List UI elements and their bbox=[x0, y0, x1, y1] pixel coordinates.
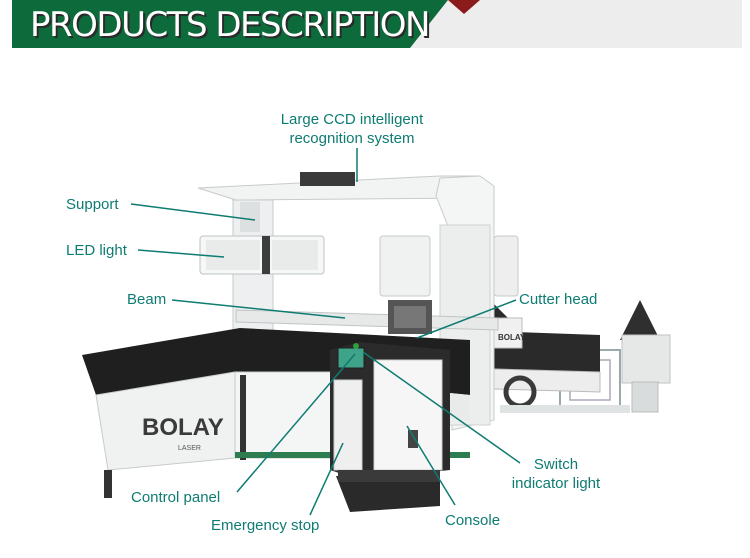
label-support: Support bbox=[66, 196, 119, 213]
switch-leader bbox=[362, 351, 521, 464]
label-ccd-line2: recognition system bbox=[289, 130, 415, 147]
label-emergency-stop: Emergency stop bbox=[211, 517, 320, 534]
label-switch-indicator: Switch indicator light bbox=[498, 455, 614, 493]
label-cutter-head: Cutter head bbox=[519, 291, 598, 308]
console-leader bbox=[406, 425, 456, 506]
control-panel-leader bbox=[236, 353, 356, 493]
banner-shape bbox=[12, 0, 742, 48]
label-switch-line2: indicator light bbox=[511, 475, 601, 492]
feeder-unit bbox=[559, 300, 671, 413]
beam-leader bbox=[171, 299, 346, 319]
label-beam: Beam bbox=[127, 291, 167, 308]
label-switch-line1: Switch bbox=[533, 456, 579, 473]
console-cabinet bbox=[330, 342, 450, 512]
label-console: Console bbox=[445, 512, 501, 529]
page-title: PRODUCTS DESCRIPTION bbox=[30, 5, 430, 45]
header-banner: PRODUCTS DESCRIPTION bbox=[12, 0, 742, 50]
support-leader bbox=[130, 203, 256, 221]
label-led-light: LED light bbox=[66, 242, 127, 259]
callout-lines bbox=[130, 148, 521, 516]
label-ccd-line1: Large CCD intelligent bbox=[280, 111, 424, 128]
label-ccd-system: Large CCD intelligent recognition system bbox=[262, 110, 442, 148]
cutter-leader bbox=[416, 299, 517, 339]
head-brand-text: BOLAY bbox=[498, 333, 526, 342]
emergency-leader bbox=[309, 442, 344, 516]
led-leader bbox=[137, 249, 225, 258]
brand-text: BOLAY bbox=[142, 414, 224, 441]
brand-subtext: LASER bbox=[178, 445, 201, 452]
label-control-panel: Control panel bbox=[131, 489, 221, 506]
